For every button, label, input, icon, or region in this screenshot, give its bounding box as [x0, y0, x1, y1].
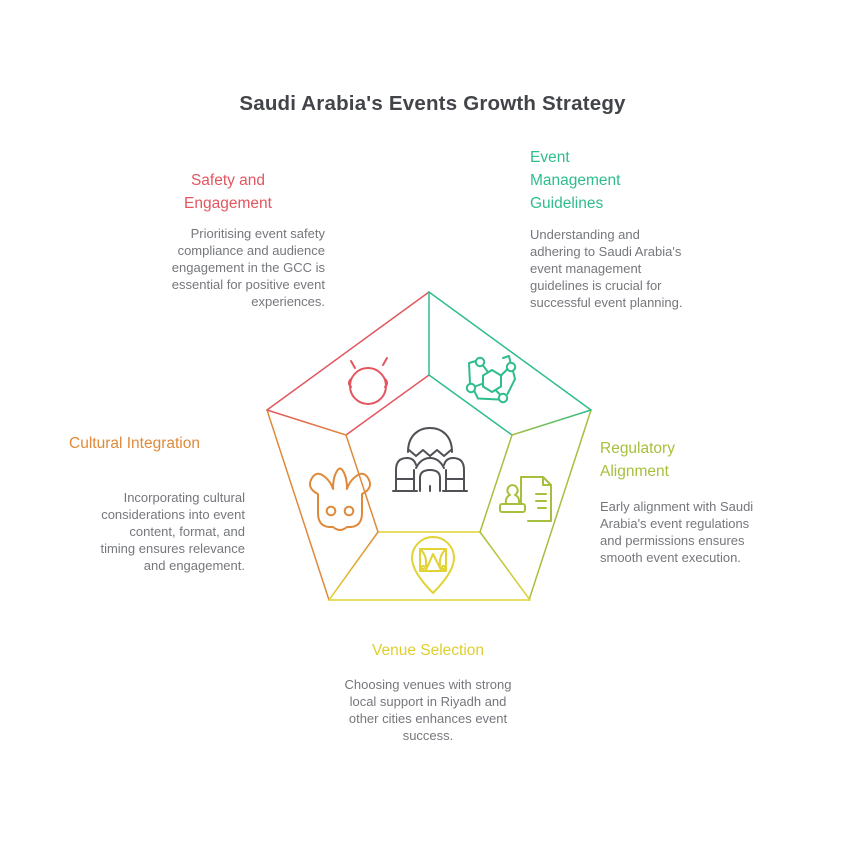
pentagon-inner-edges: [346, 375, 512, 532]
palace-icon: [393, 428, 467, 491]
management-description: Understanding and adhering to Saudi Arab…: [530, 227, 683, 310]
inner-edge-top-right: [429, 375, 512, 435]
inner-edge-top-left: [346, 375, 429, 435]
sparkle-ball-icon: [349, 358, 387, 404]
outer-edge-left: [267, 410, 329, 600]
divider-bottom-right: [480, 532, 530, 600]
inner-edge-left: [346, 435, 378, 532]
regulatory-heading: Regulatory Alignment: [600, 440, 675, 480]
pentagon-radial-dividers: [267, 292, 591, 600]
outer-edge-top-left: [267, 292, 429, 410]
outer-edge-right: [529, 410, 591, 600]
stamp-document-icon: [500, 477, 551, 521]
management-heading: Event Management Guidelines: [530, 149, 621, 212]
safety-heading: Safety and Engagement: [184, 172, 272, 212]
page-title: Saudi Arabia's Events Growth Strategy: [239, 92, 626, 115]
inner-edge-right: [480, 435, 512, 532]
divider-bottom-left: [329, 532, 378, 600]
safety-description: Prioritising event safety compliance and…: [171, 226, 325, 309]
venue-heading: Venue Selection: [371, 642, 485, 659]
divider-right: [512, 410, 591, 435]
cultural-description: Incorporating cultural considerations in…: [100, 490, 245, 573]
carnival-mask-icon: [310, 469, 370, 531]
regulatory-description: Early alignment with Saudi Arabia's even…: [600, 499, 754, 565]
divider-left: [267, 410, 346, 435]
venue-description: Choosing venues with strong local suppor…: [344, 677, 512, 743]
cultural-heading: Cultural Integration: [69, 435, 200, 452]
venue-pin-icon: [412, 537, 454, 593]
outer-edge-top-right: [429, 292, 591, 410]
pentagon-outer-edges: [267, 292, 591, 600]
network-icon: [467, 356, 515, 402]
